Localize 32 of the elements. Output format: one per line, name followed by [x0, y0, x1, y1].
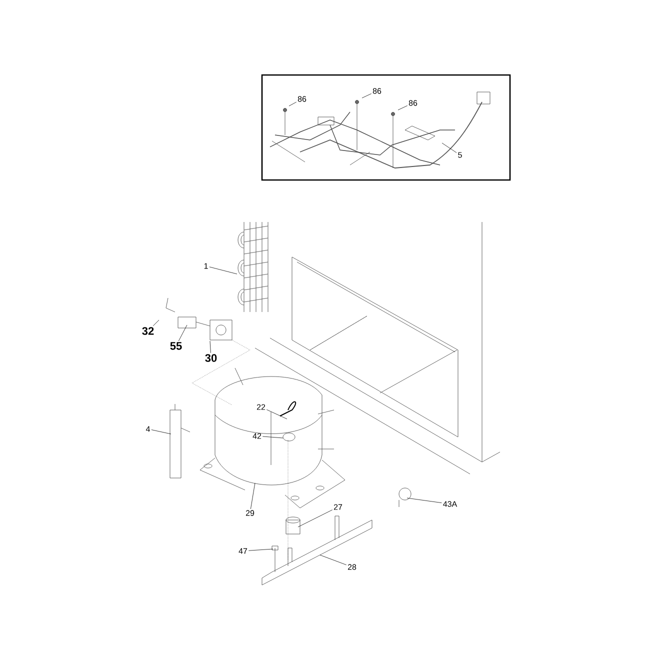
callout-number: 32: [142, 327, 154, 335]
leader-line: [298, 510, 333, 528]
leader-line: [210, 340, 211, 354]
callout-number: 43A: [443, 501, 458, 507]
callout-number: 42: [252, 433, 262, 439]
callout-number: 55: [170, 342, 182, 350]
leader-line: [320, 554, 347, 566]
leader-line: [406, 498, 442, 504]
leader-line: [209, 266, 238, 274]
leader-line: [152, 320, 160, 326]
callout-number: 4: [146, 426, 150, 432]
callout-number: 86: [372, 88, 382, 94]
leader-line: [250, 482, 256, 510]
callout-number: 30: [205, 354, 217, 362]
callout-number: 86: [408, 100, 418, 106]
callout-number: 86: [298, 96, 306, 102]
leader-line: [248, 548, 274, 551]
leader-line: [362, 93, 372, 98]
callout-number: 22: [256, 404, 266, 410]
callout-number: 28: [348, 564, 356, 570]
callout-number: 27: [334, 504, 342, 510]
leader-line: [262, 436, 284, 438]
callout-number: 29: [246, 510, 254, 516]
callout-number: 47: [238, 548, 248, 554]
callout-number: 5: [458, 152, 462, 158]
leader-line: [288, 102, 297, 106]
leader-line: [151, 430, 172, 434]
leader-line: [398, 105, 408, 110]
leader-line: [442, 142, 457, 153]
leader-line: [178, 324, 188, 342]
callout-number: 1: [204, 263, 208, 269]
leader-line: [266, 409, 288, 420]
